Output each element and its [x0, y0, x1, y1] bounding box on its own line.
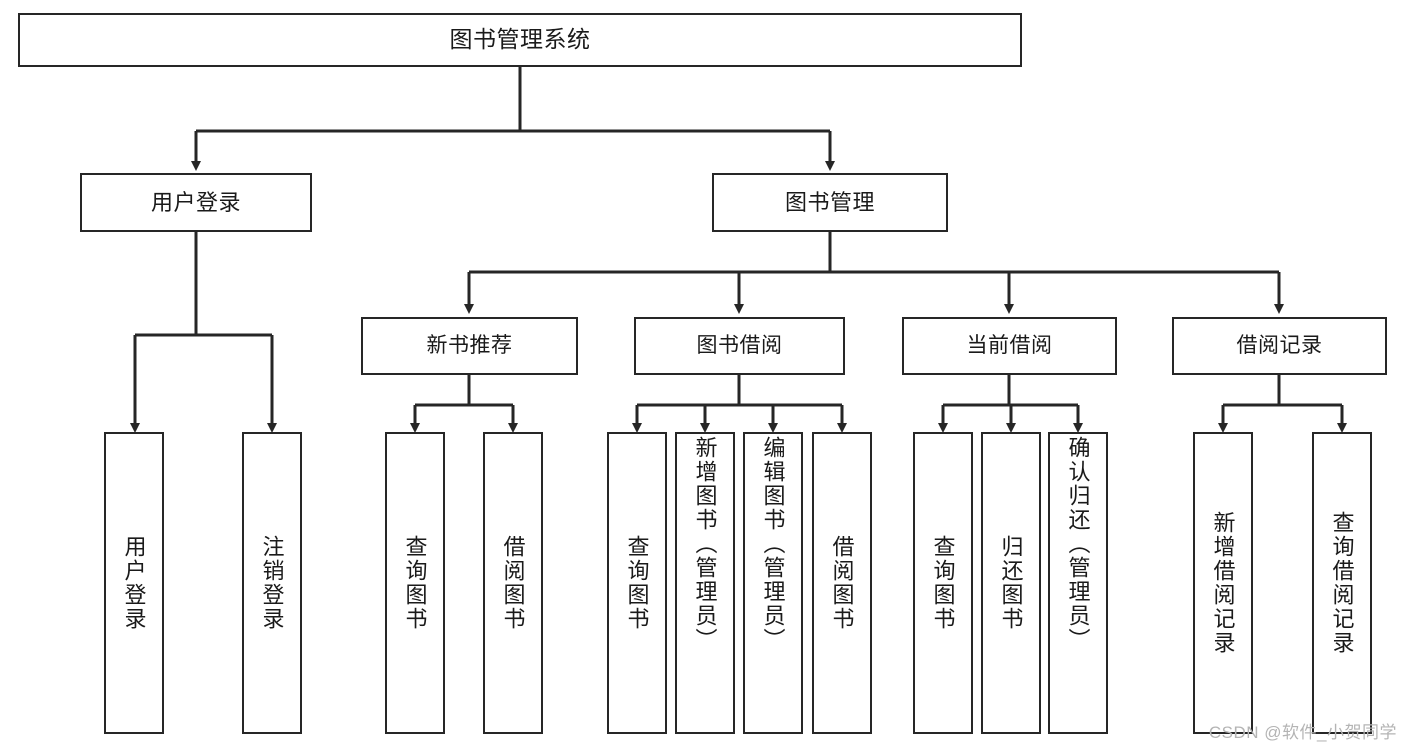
node-leaf-borrow-book-label: 借阅图书: [829, 535, 855, 631]
node-leaf-query-book-borrow-label: 查询图书: [624, 535, 650, 631]
node-new-book-recommend[interactable]: 新书推荐: [361, 317, 578, 375]
node-leaf-add-borrow-record-label: 新增借阅记录: [1210, 511, 1236, 655]
node-leaf-query-book-current-label: 查询图书: [930, 535, 956, 631]
node-leaf-borrow-book-rec[interactable]: 借阅图书: [483, 432, 543, 734]
node-leaf-return-book-label: 归还图书: [998, 535, 1024, 631]
node-book-management-label: 图书管理: [784, 189, 875, 215]
node-leaf-edit-book-admin-label: 编辑图书（管理员）: [760, 436, 786, 652]
node-root[interactable]: 图书管理系统: [18, 13, 1022, 67]
node-book-borrow-label: 图书借阅: [696, 333, 783, 357]
node-leaf-logout[interactable]: 注销登录: [242, 432, 302, 734]
node-current-borrow[interactable]: 当前借阅: [902, 317, 1117, 375]
node-leaf-confirm-return-admin[interactable]: 确认归还（管理员）: [1048, 432, 1108, 734]
node-leaf-confirm-return-admin-label: 确认归还（管理员）: [1065, 436, 1091, 652]
node-borrow-record-label: 借阅记录: [1236, 333, 1323, 357]
node-leaf-borrow-book-rec-label: 借阅图书: [500, 535, 526, 631]
node-book-borrow[interactable]: 图书借阅: [634, 317, 845, 375]
node-borrow-record[interactable]: 借阅记录: [1172, 317, 1387, 375]
node-leaf-logout-label: 注销登录: [259, 535, 285, 631]
node-leaf-query-borrow-record[interactable]: 查询借阅记录: [1312, 432, 1372, 734]
node-leaf-query-book-borrow[interactable]: 查询图书: [607, 432, 667, 734]
node-leaf-query-book-current[interactable]: 查询图书: [913, 432, 973, 734]
node-leaf-add-borrow-record[interactable]: 新增借阅记录: [1193, 432, 1253, 734]
node-leaf-borrow-book[interactable]: 借阅图书: [812, 432, 872, 734]
node-leaf-user-login[interactable]: 用户登录: [104, 432, 164, 734]
node-leaf-add-book-admin-label: 新增图书（管理员）: [692, 436, 718, 652]
node-user-login-label: 用户登录: [150, 189, 241, 215]
node-book-management[interactable]: 图书管理: [712, 173, 948, 232]
node-leaf-return-book[interactable]: 归还图书: [981, 432, 1041, 734]
node-current-borrow-label: 当前借阅: [966, 333, 1053, 357]
node-leaf-add-book-admin[interactable]: 新增图书（管理员）: [675, 432, 735, 734]
node-user-login[interactable]: 用户登录: [80, 173, 312, 232]
node-new-book-recommend-label: 新书推荐: [426, 333, 513, 357]
node-leaf-query-book-rec-label: 查询图书: [402, 535, 428, 631]
node-root-label: 图书管理系统: [449, 26, 591, 53]
node-leaf-user-login-label: 用户登录: [121, 535, 147, 631]
node-leaf-edit-book-admin[interactable]: 编辑图书（管理员）: [743, 432, 803, 734]
node-leaf-query-borrow-record-label: 查询借阅记录: [1329, 511, 1355, 655]
node-leaf-query-book-rec[interactable]: 查询图书: [385, 432, 445, 734]
